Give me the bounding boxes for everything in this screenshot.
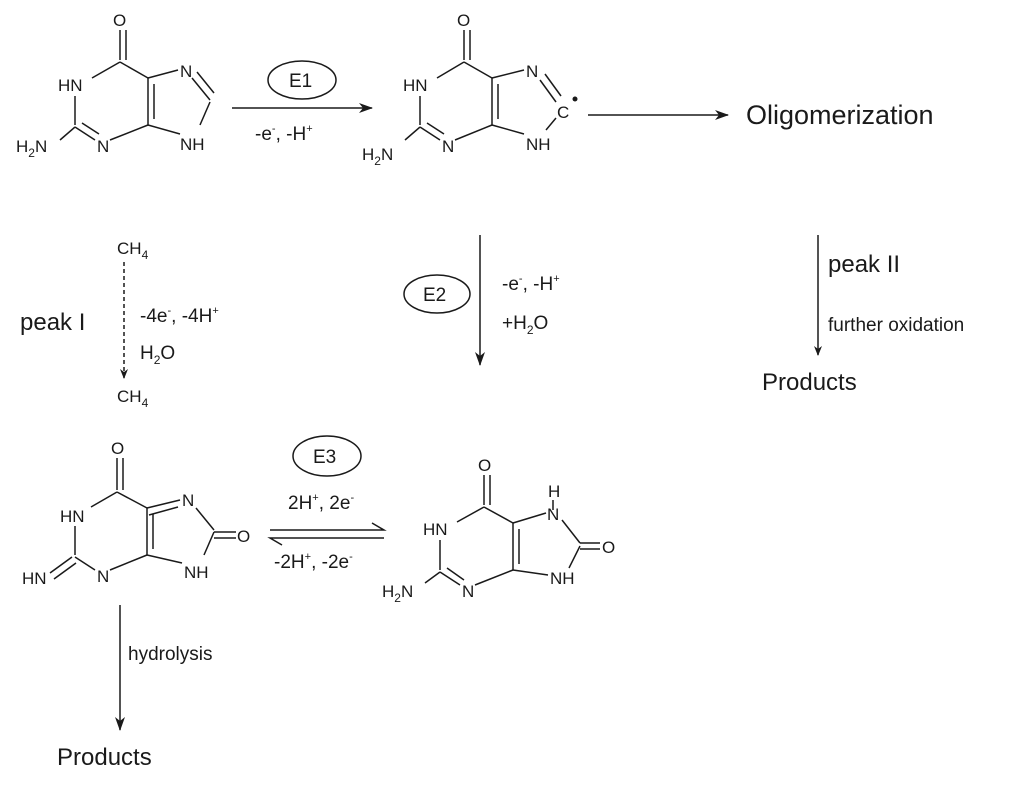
further-oxidation-label: further oxidation <box>828 315 964 336</box>
guanine-structure: O HN N N NH H2N <box>16 11 215 160</box>
imine-hn: HN <box>60 507 85 526</box>
e1-conditions: -e-, -H+ <box>255 123 313 145</box>
radical-n3: N <box>442 137 454 156</box>
radical-o: O <box>457 11 470 30</box>
guanine-h2n: H2N <box>16 137 47 160</box>
oxoguanine-nh9: NH <box>550 569 575 588</box>
imine-o: O <box>111 439 124 458</box>
products-right-label: Products <box>762 369 857 396</box>
imine-nh9: NH <box>184 563 209 582</box>
imine-n7: N <box>182 491 194 510</box>
oxoguanine-o: O <box>478 456 491 475</box>
e2-label: E2 <box>423 285 446 306</box>
peak1-step: peak I CH4 CH4 -4e-, -4H+ H2O <box>20 239 219 410</box>
radical-c8: C <box>557 103 569 122</box>
peak1-conditions-2: H2O <box>140 343 175 367</box>
oxoguanine-o8: O <box>602 538 615 557</box>
guanine-nh9: NH <box>180 135 205 154</box>
radical-dot <box>572 96 578 102</box>
e3-reverse-arrow <box>267 537 384 546</box>
ch4-top: CH4 <box>117 239 149 262</box>
guanine-o: O <box>113 11 126 30</box>
e1-step: E1 -e-, -H+ <box>232 60 373 145</box>
guanine-n3: N <box>97 137 109 156</box>
peak2-step: peak II further oxidation Products <box>762 235 964 396</box>
oxoguanine-n7: N <box>547 505 559 524</box>
e3-step: E3 2H+, 2e- -2H+, -2e- <box>267 435 387 573</box>
e3-reverse-conditions: -2H+, -2e- <box>274 551 353 573</box>
radical-hn: HN <box>403 76 428 95</box>
radical-nh9: NH <box>526 135 551 154</box>
e3-badge <box>292 435 362 477</box>
radical-n7: N <box>526 62 538 81</box>
e2-conditions-2: +H2O <box>502 313 548 337</box>
ch4-bottom: CH4 <box>117 387 149 410</box>
e1-badge <box>267 60 337 100</box>
peak2-label: peak II <box>828 251 900 278</box>
hydrolysis-step: hydrolysis Products <box>57 605 212 771</box>
e2-step: E2 -e-, -H+ +H2O <box>403 235 560 366</box>
hydrolysis-label: hydrolysis <box>128 644 212 665</box>
oxoguanine-structure: O H HN N O N NH H2N <box>382 456 615 605</box>
guanine-n7: N <box>180 62 192 81</box>
imine-o8: O <box>237 527 250 546</box>
e3-forward-conditions: 2H+, 2e- <box>288 492 354 514</box>
e3-forward-arrow <box>270 522 387 531</box>
products-bottom-label: Products <box>57 744 152 771</box>
imine-structure: O HN N O N NH HN <box>22 439 250 588</box>
radical-structure: O HN N C N NH H2N <box>362 11 578 168</box>
peak1-label: peak I <box>20 309 85 336</box>
oxoguanine-h2n: H2N <box>382 582 413 605</box>
oxoguanine-h: H <box>548 482 560 501</box>
oligomerization-label: Oligomerization <box>746 100 934 130</box>
oxoguanine-hn: HN <box>423 520 448 539</box>
e2-badge <box>403 274 471 314</box>
imine-n3: N <box>97 567 109 586</box>
guanine-hn: HN <box>58 76 83 95</box>
e2-conditions-1: -e-, -H+ <box>502 273 560 295</box>
oxoguanine-n3: N <box>462 582 474 601</box>
imine-hn-exo: HN <box>22 569 47 588</box>
radical-h2n: H2N <box>362 145 393 168</box>
e3-label: E3 <box>313 447 336 468</box>
peak1-conditions-1: -4e-, -4H+ <box>140 305 219 327</box>
e1-label: E1 <box>289 71 312 92</box>
